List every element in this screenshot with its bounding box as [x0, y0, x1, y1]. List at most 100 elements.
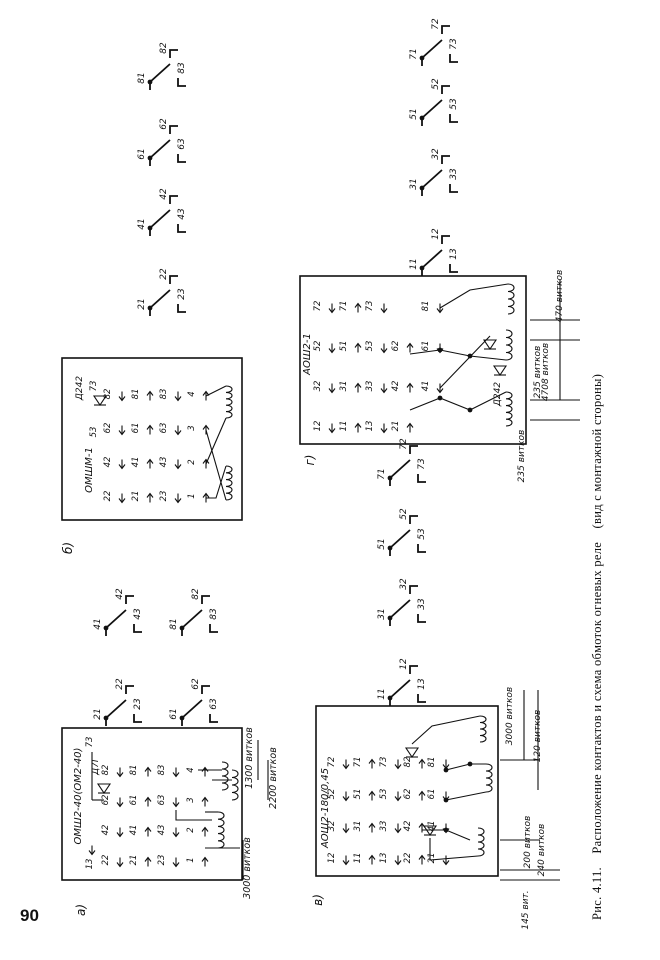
terminal-label: 31 [353, 821, 363, 832]
diode-triangle [492, 365, 508, 376]
contact-label: 81 [137, 72, 147, 83]
terminal-label: 62 [403, 789, 413, 800]
arrow-head [174, 396, 182, 402]
contact-front [201, 595, 210, 604]
terminal-arrow [368, 790, 376, 801]
terminal-label: 43 [157, 825, 167, 836]
terminal-label: 82 [403, 757, 413, 768]
arrow-head [442, 860, 450, 866]
arrow-head [380, 428, 388, 434]
contact-label: 63 [209, 698, 219, 710]
arrow-head [146, 390, 154, 396]
terminal-arrow [201, 766, 209, 777]
terminal-label: 63 [157, 795, 167, 806]
terminal-label: 2 [187, 459, 197, 464]
contact-front [409, 585, 418, 594]
terminal-arrow [394, 855, 402, 866]
contact-label: 53 [417, 528, 427, 540]
winding-coil [225, 465, 233, 501]
contact-back [177, 78, 186, 87]
panel-letter: б) [61, 542, 75, 554]
contact-back [449, 184, 458, 193]
terminal-label: 63 [159, 423, 169, 434]
contact-pivot [419, 185, 425, 191]
terminal-label: 13 [379, 853, 389, 864]
terminal-arrow [394, 759, 402, 770]
terminal-label: 31 [339, 381, 349, 392]
terminal-arrow [406, 342, 414, 353]
contact-front [125, 685, 134, 694]
wire [439, 283, 509, 309]
terminal-label: 72 [327, 757, 337, 768]
diode [92, 395, 108, 406]
terminal-arrow [118, 425, 126, 436]
arrow-head [418, 854, 426, 860]
contact-front [441, 85, 450, 94]
contact-blade [181, 699, 203, 719]
contact-front [201, 685, 210, 694]
panel-g: г)АОШ2-1Д2421232527211315171133353732142… [299, 270, 580, 482]
terminal-label: 11 [339, 421, 349, 432]
junction-dot [467, 353, 473, 359]
contact-label: 11 [377, 688, 387, 699]
terminal-arrow [418, 790, 426, 801]
contact-label: 52 [431, 78, 441, 90]
terminal-arrow [116, 767, 124, 778]
contact-pivot [147, 225, 153, 231]
contact-label: 43 [133, 608, 143, 620]
contact-back [209, 624, 218, 633]
arrow-head [328, 428, 336, 434]
terminal-label: 82 [101, 765, 111, 776]
terminal-label: 21 [391, 421, 401, 432]
contact-front [169, 49, 178, 58]
arrow-head [406, 342, 414, 348]
contact-back [177, 154, 186, 163]
arrow-head [118, 396, 126, 402]
terminal-arrow [368, 758, 376, 769]
arrow-head [394, 796, 402, 802]
contact-pivot [179, 625, 185, 631]
contact-blade [149, 209, 171, 229]
arrow-head [201, 826, 209, 832]
arrow-head [418, 790, 426, 796]
contact-label: 73 [449, 38, 459, 50]
wire [429, 838, 479, 861]
diode-label: Д7Г [91, 756, 101, 776]
contact-pivot [419, 55, 425, 61]
arrow-head [172, 802, 180, 808]
contact-back [449, 264, 458, 273]
contact-front [441, 155, 450, 164]
terminal-arrow [354, 422, 362, 433]
contact-label: 61 [137, 148, 147, 159]
arrow-head [328, 308, 336, 314]
junction-dot [443, 797, 449, 803]
junction-dot [467, 761, 473, 767]
winding-coil [507, 283, 515, 315]
terminal-label: 21 [131, 491, 141, 502]
contact-front [169, 275, 178, 284]
terminal-arrow [418, 854, 426, 865]
junction-dot [443, 767, 449, 773]
contact-label: 12 [399, 658, 409, 670]
terminal-label: 22 [101, 855, 111, 866]
terminal-label: 61 [131, 423, 141, 434]
terminal-arrow [368, 822, 376, 833]
diode-triangle [404, 747, 420, 758]
diode-triangle [92, 395, 108, 406]
terminal-label: 11 [353, 853, 363, 864]
terminal-label: 81 [131, 389, 141, 400]
winding-label: 4708 витков [541, 343, 551, 401]
contact-pivot [147, 155, 153, 161]
contact-pivot [387, 615, 393, 621]
contact-label: 41 [137, 218, 147, 229]
arrow-head [394, 764, 402, 770]
contact-pivot [103, 625, 109, 631]
arrow-head [116, 802, 124, 808]
terminal-arrow [144, 766, 152, 777]
terminal-label: 52 [313, 341, 323, 352]
terminal-arrow [328, 343, 336, 354]
terminal-label: 72 [313, 301, 323, 312]
